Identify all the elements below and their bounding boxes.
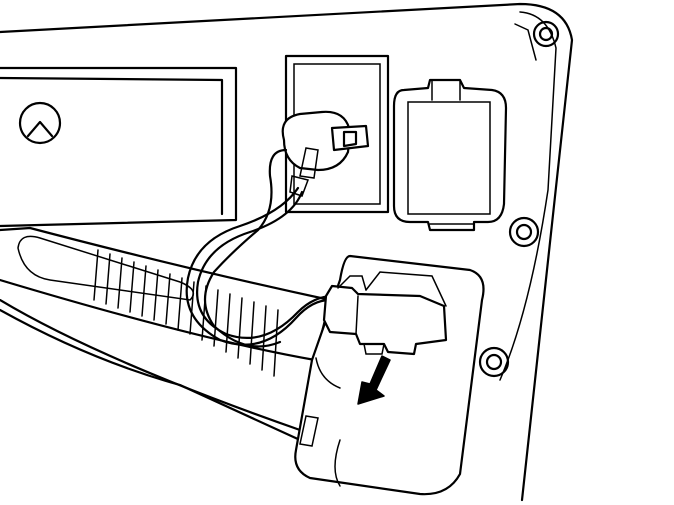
removal-arrow-icon	[357, 355, 391, 405]
mounting-hole	[478, 346, 510, 378]
lens-housing	[294, 254, 485, 496]
mounting-hole	[508, 216, 540, 248]
tray	[0, 226, 332, 432]
bulb-socket	[281, 110, 370, 197]
mounting-holes	[478, 20, 560, 378]
tray-ribs	[93, 249, 279, 377]
cover-cap	[392, 78, 508, 232]
wire-harness	[185, 148, 336, 348]
connector	[322, 271, 448, 356]
mounting-hole	[532, 20, 560, 48]
warning-symbol-icon	[18, 101, 62, 145]
lamp-housing	[0, 66, 238, 228]
